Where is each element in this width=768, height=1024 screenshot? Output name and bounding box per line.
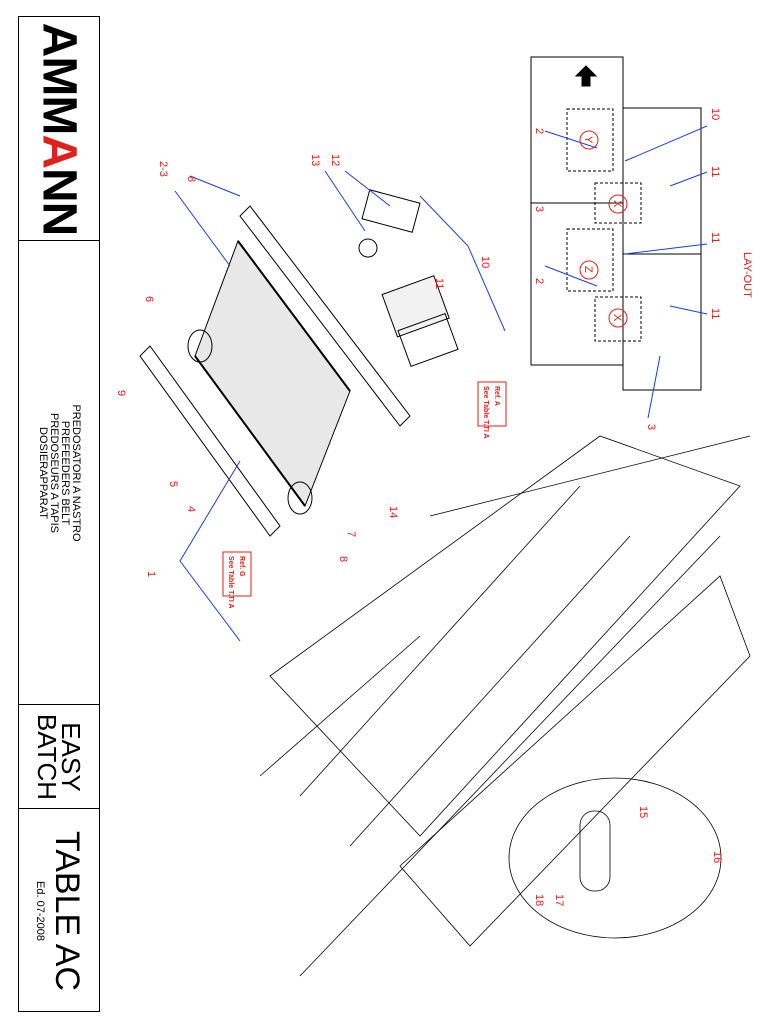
layout-label-3b: 3 [645,424,657,430]
label-15: 15 [637,806,649,818]
layout-label-10: 10 [709,108,721,120]
label-13: 13 [309,154,321,166]
layout-plan [530,56,702,391]
label-1: 1 [145,571,157,577]
layout-label-11b: 11 [709,232,721,243]
label-9: 9 [115,390,127,396]
label-4: 4 [185,506,197,512]
title-block: AMMANN PREDOSATORI A NASTRO PREFEEDERS B… [18,16,100,1012]
product-cell: EASY BATCH [19,705,99,809]
ref-box-a: Ref. A See Table T.TI A [477,381,507,439]
layout-label-3a: 3 [533,206,545,212]
label-12: 12 [329,154,341,166]
layout-labels: LAY-OUT 2 2 3 3 10 11 11 11 Y X Z X [533,108,753,430]
motor-unit [381,275,459,368]
circle-y: Y [582,136,594,144]
control-panel [361,189,421,233]
layout-label-2a: 2 [533,128,545,134]
svg-text:Ref. G: Ref. G [238,556,245,577]
layout-label-11a: 11 [709,166,721,177]
table-cell: TABLE AC Ed. 07-2008 [19,809,99,1013]
label-16: 16 [711,851,723,863]
machine-perspective [259,435,751,977]
circle-x-2: X [611,314,623,322]
layout-label-11c: 11 [709,308,721,319]
description-text: PREDOSATORI A NASTRO PREFEEDERS BELT PRE… [37,403,82,542]
label-7: 7 [345,531,357,537]
part-labels: 1 2-3 4 5 6 7 8 8 9 10 11 12 13 14 15 16… [115,154,723,906]
svg-text:See Table T.TI A: See Table T.TI A [482,386,489,439]
layout-label-2b: 2 [533,278,545,284]
product-name: EASY BATCH [32,713,86,800]
label-18: 18 [533,894,545,906]
cable-coil [358,238,378,258]
logo-cell: AMMANN [19,17,99,241]
label-8-top: 8 [185,176,197,182]
label-8-bottom: 8 [337,556,349,562]
label-11: 11 [433,278,445,289]
label-2-3: 2-3 [157,161,169,177]
label-5: 5 [167,481,179,487]
circle-x-1: X [611,200,623,208]
label-6: 6 [143,296,155,302]
ammann-logo: AMMANN [32,22,86,235]
table-id: TABLE AC Ed. 07-2008 [34,831,86,991]
label-10: 10 [479,256,491,268]
description-cell: PREDOSATORI A NASTRO PREFEEDERS BELT PRE… [19,241,99,705]
circle-z: Z [582,266,594,273]
ref-box-g: Ref. G See Table T.TI A [222,551,252,609]
belt-assembly [139,205,411,537]
label-17: 17 [553,894,565,906]
svg-text:See Table T.TI A: See Table T.TI A [227,556,234,609]
svg-text:Ref. A: Ref. A [493,386,500,406]
label-14: 14 [387,506,399,518]
exploded-parts-drawing: Ref. A See Table T.TI A Ref. G See Table… [115,56,753,977]
layout-title: LAY-OUT [741,252,753,298]
